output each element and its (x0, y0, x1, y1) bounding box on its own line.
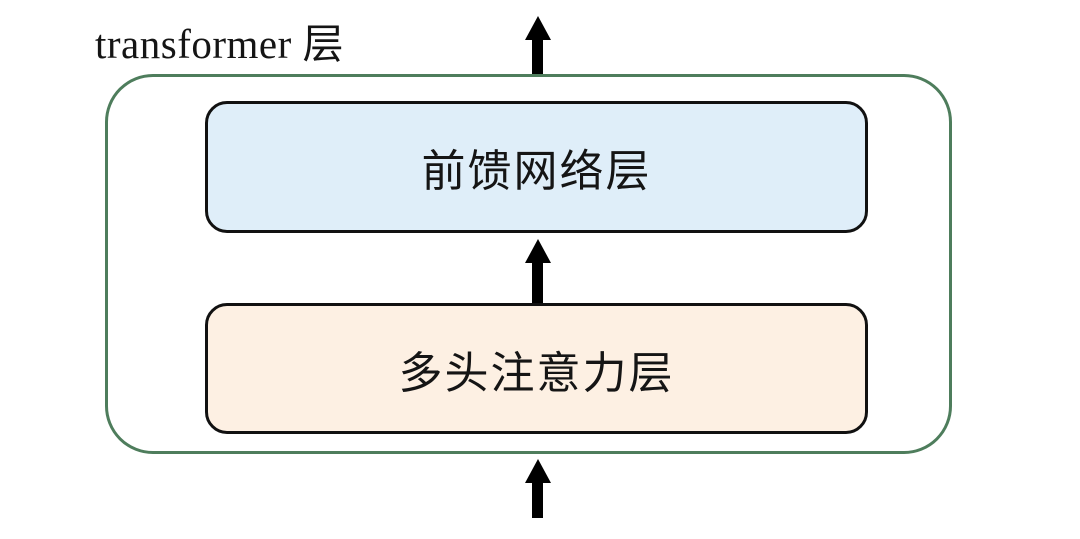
input-up-arrow-icon (524, 459, 551, 518)
feed-forward-layer-box: 前馈网络层 (205, 101, 868, 233)
output-up-arrow-icon (524, 16, 551, 75)
arrow-head (524, 16, 551, 40)
arrow-head (524, 239, 551, 263)
arrow-head (524, 459, 551, 483)
feed-forward-layer-label: 前馈网络层 (421, 147, 652, 196)
arrow-shaft (532, 263, 543, 303)
inter-layer-up-arrow-icon (524, 239, 551, 303)
multi-head-attention-layer-label: 多头注意力层 (398, 348, 675, 398)
arrow-shaft (532, 483, 543, 518)
multi-head-attention-layer-box: 多头注意力层 (205, 303, 868, 434)
transformer-layer-container (105, 74, 952, 454)
arrow-shaft (532, 40, 543, 75)
diagram-title: transformer 层 (95, 21, 344, 67)
